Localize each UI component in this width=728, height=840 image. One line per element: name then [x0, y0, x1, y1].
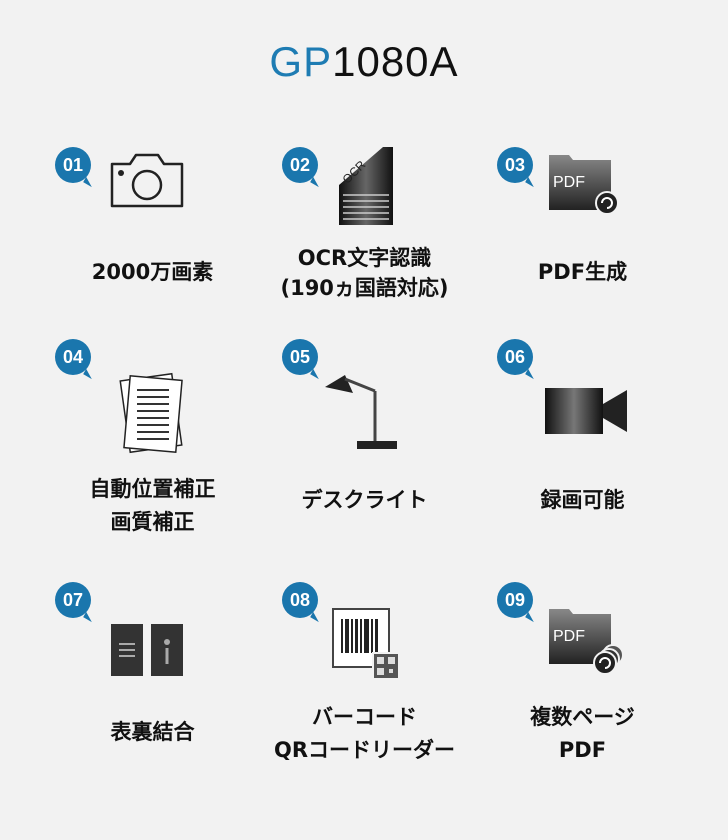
barcode-qr-icon [332, 608, 400, 680]
feature-label: PDF [558, 738, 607, 762]
title-model: 1080A [332, 38, 459, 85]
feature-label: 2000万画素 [91, 260, 214, 284]
feature-06: 06 録画可能 [475, 337, 690, 557]
ocr-document-icon: OCR [339, 147, 393, 225]
multi-page-pdf-icon: PDF [549, 609, 624, 675]
video-camera-icon [545, 388, 627, 434]
feature-label: 複数ページ [530, 705, 635, 729]
pdf-folder-icon: PDF [549, 155, 619, 215]
number-badge: 08 [282, 582, 318, 618]
page-title: GP1080A [0, 38, 728, 86]
number-badge: 09 [497, 582, 533, 618]
feature-01: 01 2000万画素 [45, 145, 260, 365]
feature-02: 02 OCR OCR文字認識 (190ヵ国語対応) [257, 145, 472, 365]
feature-03: 03 PDF PDF生成 [475, 145, 690, 365]
number-badge: 06 [497, 339, 533, 375]
number-badge: 01 [55, 147, 91, 183]
feature-04: 04 自動位置補正 画質補正 [45, 337, 260, 557]
feature-label: デスクライト [301, 488, 428, 512]
feature-08: 08 バーコード QRコードリーダー [257, 580, 472, 800]
number-badge: 04 [55, 339, 91, 375]
number-badge: 02 [282, 147, 318, 183]
feature-label: 表裏結合 [110, 720, 195, 744]
number-badge: 05 [282, 339, 318, 375]
feature-label: 自動位置補正 [89, 477, 216, 501]
feature-05: 05 デスクライト [257, 337, 472, 557]
number-badge: 03 [497, 147, 533, 183]
svg-text:PDF: PDF [553, 174, 585, 191]
feature-label: 画質補正 [110, 510, 195, 534]
feature-label: (190ヵ国語対応) [280, 276, 449, 300]
desk-lamp-icon [325, 375, 397, 449]
title-prefix: GP [269, 38, 333, 85]
number-badge: 07 [55, 582, 91, 618]
feature-label: OCR文字認識 [297, 246, 432, 270]
document-stack-icon [119, 372, 183, 454]
feature-07: 07 表裏結合 [45, 580, 260, 800]
feature-label: PDF生成 [537, 260, 628, 284]
feature-label: バーコード [312, 705, 417, 729]
front-back-merge-icon [111, 624, 183, 676]
feature-label: 録画可能 [540, 488, 625, 512]
feature-09: 09 PDF 複数ページ PDF [475, 580, 690, 800]
feature-label: QRコードリーダー [273, 738, 456, 762]
svg-text:PDF: PDF [553, 628, 585, 645]
camera-icon [110, 153, 184, 208]
